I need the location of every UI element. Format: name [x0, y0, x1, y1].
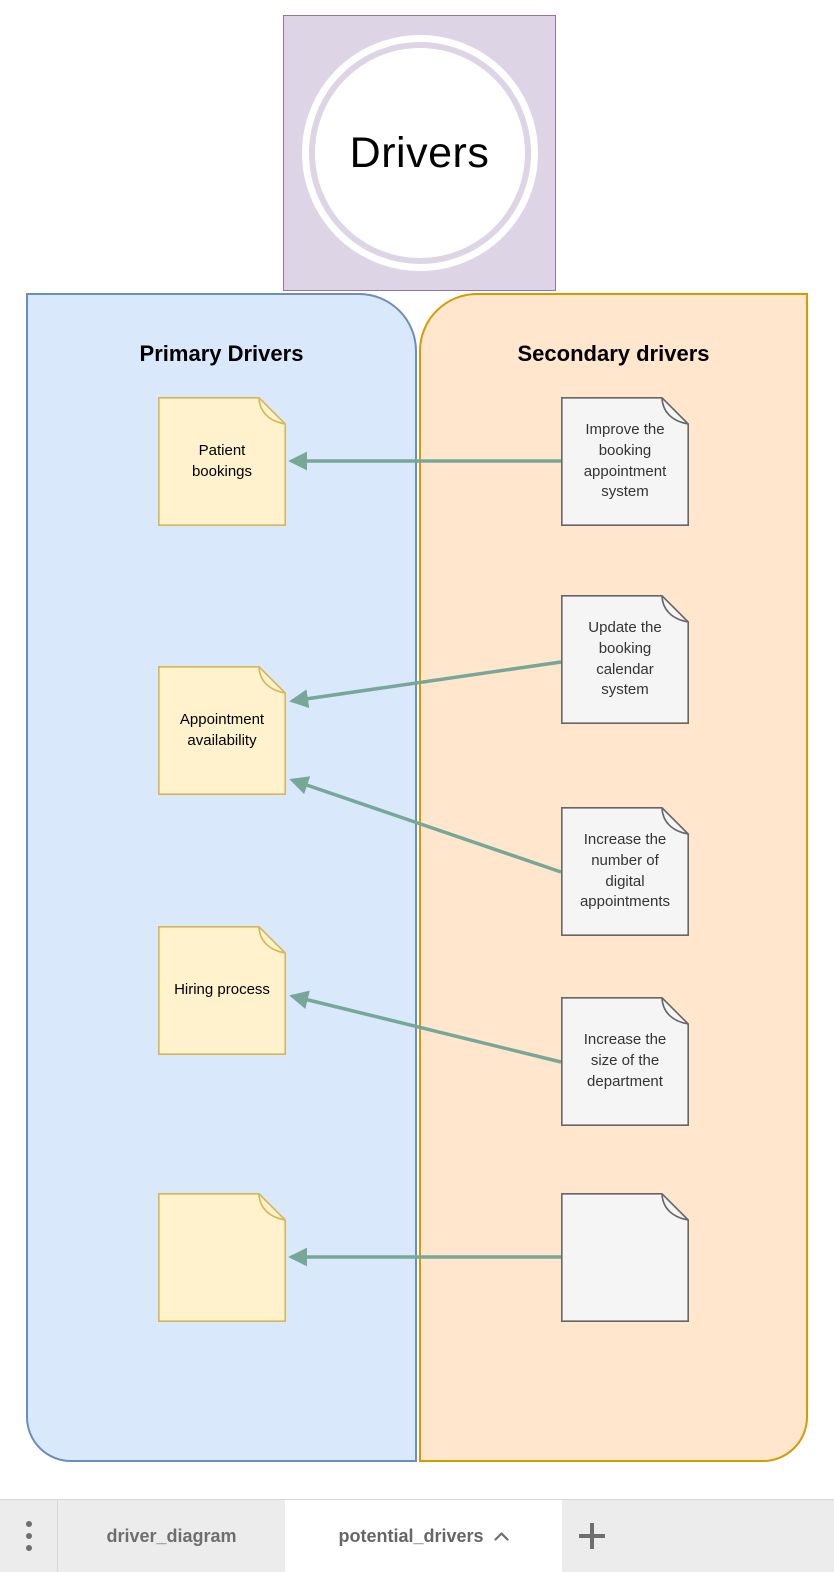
- tab-label: potential_drivers: [338, 1525, 484, 1546]
- note-label: [158, 1193, 286, 1322]
- chevron-up-icon: [493, 1531, 509, 1541]
- tab-potential-drivers[interactable]: potential_drivers: [285, 1500, 562, 1572]
- root-node-disc: [314, 48, 525, 258]
- note-label: Appointment availability: [179, 710, 265, 749]
- note-label: Hiring process: [174, 981, 270, 999]
- note-improve-booking-system[interactable]: Improve the booking appointment system: [561, 397, 689, 526]
- note-increase-digital-appointments[interactable]: Increase the number of digital appointme…: [561, 807, 689, 936]
- note-secondary-empty[interactable]: [561, 1193, 689, 1322]
- note-update-booking-calendar[interactable]: Update the booking calendar system: [561, 595, 689, 724]
- kebab-vertical-icon: [25, 1533, 32, 1539]
- kebab-vertical-icon: [25, 1521, 32, 1527]
- note-label: Patient bookings: [191, 441, 253, 480]
- note-appointment-availability[interactable]: Appointment availability: [158, 666, 286, 795]
- tab-separator: [57, 1500, 58, 1572]
- tab-label: driver_diagram: [106, 1525, 237, 1546]
- plus-icon: [579, 1523, 605, 1549]
- add-page-button[interactable]: [562, 1500, 622, 1572]
- primary-drivers-title: Primary Drivers: [139, 341, 304, 366]
- root-node-drivers[interactable]: Drivers: [283, 15, 556, 291]
- tab-driver-diagram[interactable]: driver_diagram: [58, 1500, 285, 1572]
- pages-menu-button[interactable]: [0, 1500, 57, 1572]
- note-hiring-process[interactable]: Hiring process: [158, 926, 286, 1055]
- note-increase-department-size[interactable]: Increase the size of the department: [561, 997, 689, 1126]
- note-primary-empty[interactable]: [158, 1193, 286, 1322]
- secondary-drivers-title: Secondary drivers: [517, 341, 710, 366]
- root-node-ring: [301, 35, 538, 271]
- kebab-vertical-icon: [25, 1545, 32, 1551]
- note-label: Increase the number of digital appointme…: [579, 831, 671, 911]
- page-tab-bar: driver_diagram potential_drivers: [0, 1499, 834, 1572]
- root-node-label: Drivers: [349, 128, 490, 177]
- note-label: Improve the booking appointment system: [583, 421, 667, 501]
- note-label: Increase the size of the department: [583, 1031, 667, 1090]
- note-label: Update the booking calendar system: [588, 619, 662, 699]
- note-patient-bookings[interactable]: Patient bookings: [158, 397, 286, 526]
- note-label: [561, 1193, 689, 1322]
